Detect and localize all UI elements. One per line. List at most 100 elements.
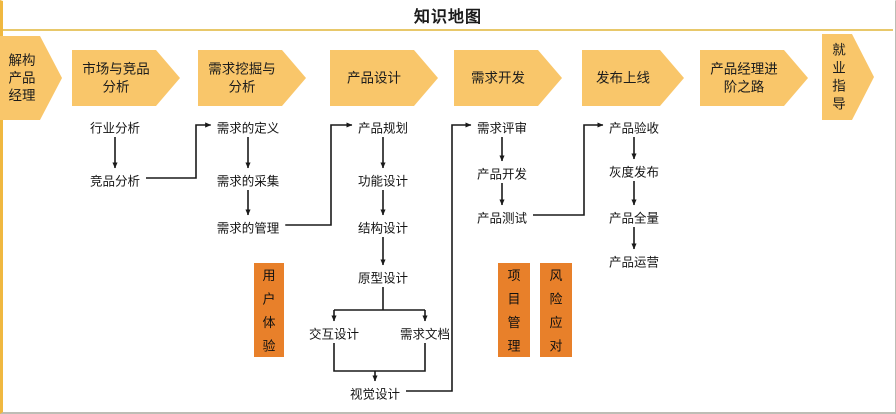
connector-layer [112, 122, 637, 392]
chevron-label: 指 [832, 79, 846, 94]
vertical-label-char: 管 [507, 315, 520, 330]
node-label: 交互设计 [309, 327, 359, 342]
node-label: 产品开发 [477, 167, 528, 182]
chevron-release-launch[interactable]: 发布上线 [582, 50, 684, 106]
vertical-label-char: 风 [549, 268, 562, 283]
node-label: 需求的管理 [217, 221, 280, 236]
vertical-label-char: 险 [549, 291, 562, 306]
node-label: 产品规划 [358, 121, 408, 136]
vertical-label-char: 户 [262, 291, 275, 306]
chevron-label: 业 [832, 61, 846, 76]
node-label: 需求的采集 [217, 174, 280, 189]
chevron-label: 产品 [9, 71, 36, 86]
node-label: 原型设计 [358, 271, 408, 286]
conn-competitor-to-req-definition [146, 122, 212, 179]
chevron-shape [0, 36, 62, 120]
node-label: 需求文档 [400, 327, 450, 342]
node-product-full-volume: 产品全量 [609, 211, 659, 226]
vertical-label-box [498, 263, 530, 357]
chevron-label: 导 [832, 97, 846, 112]
node-label: 灰度发布 [609, 165, 659, 180]
node-product-operation: 产品运营 [609, 256, 659, 270]
chevron-shape [454, 50, 562, 106]
node-label: 产品测试 [477, 211, 528, 226]
node-label: 产品验收 [609, 121, 660, 136]
node-label: 产品运营 [609, 256, 659, 270]
title-bar: 知识地图 [3, 0, 893, 31]
conn-testing-to-acceptance [533, 122, 604, 216]
vertical-label-char: 用 [262, 268, 275, 283]
chevron-shape [700, 50, 808, 106]
node-label: 需求评审 [477, 121, 527, 136]
chevron-row: 解构产品经理市场与竞品分析需求挖掘与分析产品设计需求开发发布上线产品经理进阶之路… [0, 34, 874, 120]
vertical-label-char: 目 [507, 291, 520, 306]
chevron-label: 解构 [9, 53, 36, 68]
chevron-product-design[interactable]: 产品设计 [330, 50, 438, 106]
node-label: 产品全量 [609, 211, 659, 226]
node-industry-analysis: 行业分析 [90, 122, 140, 136]
node-label: 需求的定义 [217, 121, 280, 136]
vertical-label-box [540, 263, 572, 357]
vertical-label-char: 对 [549, 338, 562, 353]
node-requirement-management: 需求的管理 [217, 221, 280, 236]
node-requirement-collection: 需求的采集 [217, 174, 280, 189]
chevron-label: 就 [832, 43, 846, 58]
vertical-label-char: 理 [507, 338, 520, 353]
chevron-label: 经理 [9, 88, 36, 103]
node-product-testing: 产品测试 [477, 211, 528, 226]
conn-visual-to-req-review [406, 122, 472, 392]
vertical-label-box [254, 263, 284, 357]
chevron-label: 产品经理进 [710, 62, 778, 77]
chevron-shape [72, 50, 180, 106]
node-structure-design: 结构设计 [358, 221, 408, 236]
vertical-label-char: 应 [549, 315, 562, 330]
chevron-shape [822, 34, 874, 120]
vertical-label-char: 体 [262, 315, 275, 330]
node-label: 行业分析 [90, 122, 140, 136]
node-product-development: 产品开发 [477, 167, 528, 182]
chevron-shape [582, 50, 684, 106]
chevron-shape [330, 50, 438, 106]
chevron-label: 产品设计 [347, 71, 401, 86]
node-visual-design: 视觉设计 [350, 387, 400, 402]
chevron-label: 发布上线 [596, 71, 650, 86]
chevron-label: 需求开发 [471, 71, 525, 86]
node-label: 竞品分析 [90, 175, 140, 189]
node-product-acceptance: 产品验收 [609, 121, 660, 136]
node-requirement-document: 需求文档 [400, 327, 450, 342]
node-function-design: 功能设计 [358, 174, 408, 189]
node-interaction-design: 交互设计 [309, 327, 359, 342]
node-competitor-analysis: 竞品分析 [90, 175, 140, 189]
node-gray-release: 灰度发布 [609, 165, 659, 180]
chevron-requirement-development[interactable]: 需求开发 [454, 50, 562, 106]
page-title: 知识地图 [413, 8, 482, 26]
node-label: 功能设计 [358, 174, 408, 189]
chevron-shape [198, 50, 306, 106]
node-prototype-design: 原型设计 [358, 271, 408, 286]
vertical-label-char: 验 [262, 338, 275, 353]
chevron-label: 市场与竞品 [82, 61, 150, 77]
chevron-label: 分析 [229, 80, 256, 95]
chevron-label: 阶之路 [724, 80, 765, 95]
conn-merge-bus [333, 343, 426, 372]
vertical-label-char: 项 [507, 268, 520, 283]
chevron-label: 需求挖掘与 [208, 62, 276, 77]
node-label: 视觉设计 [350, 387, 400, 402]
chevron-label: 分析 [103, 80, 130, 95]
node-requirement-review: 需求评审 [477, 121, 527, 136]
conn-req-management-to-planning [285, 122, 353, 226]
node-product-planning: 产品规划 [358, 121, 408, 136]
node-label: 结构设计 [358, 221, 408, 236]
